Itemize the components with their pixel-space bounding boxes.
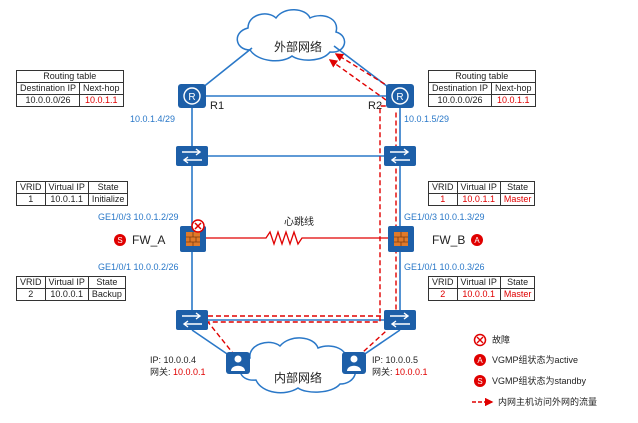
svg-text:R: R xyxy=(396,92,403,103)
destination-ip-value: 10.0.0.0/26 xyxy=(15,94,81,107)
state-value: Initialize xyxy=(87,193,129,206)
r1-interface-ip: 10.0.1.4/29 xyxy=(130,114,176,124)
fault-icon xyxy=(191,219,205,233)
header-virtual-ip: Virtual IP xyxy=(456,276,501,289)
virtual-ip-value: 10.0.1.1 xyxy=(456,193,501,206)
internal-network-cloud xyxy=(239,337,357,394)
svg-text:S: S xyxy=(477,377,482,386)
vrrp-table-fw-a-upstream: VRID Virtual IP State 1 10.0.1.1 Initial… xyxy=(16,181,129,206)
state-value: Master xyxy=(499,288,536,301)
fw-a-name: FW_A xyxy=(132,233,166,247)
gateway-prefix: 网关: xyxy=(372,367,393,377)
header-virtual-ip: Virtual IP xyxy=(456,181,501,194)
virtual-ip-value: 10.0.0.1 xyxy=(456,288,501,301)
vrid-value: 2 xyxy=(16,288,46,301)
state-value: Backup xyxy=(87,288,126,301)
svg-text:R: R xyxy=(188,92,195,103)
vrrp-table-fw-b-upstream: VRID Virtual IP State 1 10.0.1.1 Master xyxy=(428,181,536,206)
routing-table-right: Routing table Destination IP Next-hop 10… xyxy=(427,70,536,107)
switch-bottom-right xyxy=(384,310,416,330)
header-vrid: VRID xyxy=(16,276,46,289)
gateway-value: 10.0.0.1 xyxy=(395,367,428,377)
vrid-value: 1 xyxy=(16,193,46,206)
header-next-hop: Next-hop xyxy=(79,82,124,95)
header-state: State xyxy=(87,181,129,194)
legend-active-label: VGMP组状态为active xyxy=(492,355,579,365)
next-hop-value: 10.0.1.1 xyxy=(491,94,536,107)
legend-standby-label: VGMP组状态为standby xyxy=(492,376,587,386)
firewall-fw-b xyxy=(388,226,414,252)
legend-fault-label: 故障 xyxy=(492,335,511,345)
svg-text:A: A xyxy=(474,236,480,245)
routing-table-caption: Routing table xyxy=(428,70,536,83)
host-right-icon xyxy=(342,352,366,374)
router-r1: R xyxy=(178,84,206,108)
routing-table-caption: Routing table xyxy=(16,70,124,83)
fw-a-downstream-interface: GE1/0/1 10.0.0.2/26 xyxy=(98,262,179,272)
internal-network-label: 内部网络 xyxy=(274,371,323,385)
header-state: State xyxy=(499,181,536,194)
fw-b-name: FW_B xyxy=(432,233,466,247)
header-vrid: VRID xyxy=(428,181,458,194)
vrid-value: 2 xyxy=(428,288,458,301)
header-destination-ip: Destination IP xyxy=(427,82,493,95)
router-r2: R xyxy=(386,84,414,108)
vrid-value: 1 xyxy=(428,193,458,206)
r2-interface-ip: 10.0.1.5/29 xyxy=(404,114,450,124)
fw-b-downstream-interface: GE1/0/1 10.0.0.3/26 xyxy=(404,262,485,272)
switch-top-right xyxy=(384,146,416,166)
vrrp-table-fw-a-downstream: VRID Virtual IP State 2 10.0.0.1 Backup xyxy=(16,276,126,301)
switch-bottom-left xyxy=(176,310,208,330)
router-r2-label: R2 xyxy=(368,100,383,112)
header-vrid: VRID xyxy=(428,276,458,289)
host-left-gateway: 网关: 10.0.0.1 xyxy=(150,367,206,378)
header-next-hop: Next-hop xyxy=(491,82,536,95)
host-right-gateway: 网关: 10.0.0.1 xyxy=(372,367,428,378)
heartbeat-line xyxy=(206,229,388,247)
destination-ip-value: 10.0.0.0/26 xyxy=(427,94,493,107)
legend-standby-icon: S xyxy=(474,375,486,387)
header-state: State xyxy=(499,276,536,289)
switch-top-left xyxy=(176,146,208,166)
external-network-label: 外部网络 xyxy=(274,40,323,54)
header-destination-ip: Destination IP xyxy=(15,82,81,95)
legend-fault-icon xyxy=(473,333,487,347)
state-value: Master xyxy=(499,193,536,206)
vrrp-table-fw-b-downstream: VRID Virtual IP State 2 10.0.0.1 Master xyxy=(428,276,536,301)
header-virtual-ip: Virtual IP xyxy=(44,181,89,194)
host-right-ip: IP: 10.0.0.5 xyxy=(372,355,419,365)
header-vrid: VRID xyxy=(16,181,46,194)
legend-flow-label: 内网主机访问外网的流量 xyxy=(498,397,598,407)
svg-text:A: A xyxy=(477,356,483,365)
links xyxy=(191,45,401,361)
external-network-cloud xyxy=(236,9,346,62)
host-left-icon xyxy=(226,352,250,374)
next-hop-value: 10.0.1.1 xyxy=(79,94,124,107)
standby-badge-icon: S xyxy=(114,234,126,246)
router-r1-label: R1 xyxy=(210,100,225,112)
virtual-ip-value: 10.0.1.1 xyxy=(44,193,89,206)
legend-active-icon: A xyxy=(474,354,486,366)
gateway-value: 10.0.0.1 xyxy=(173,367,206,377)
header-state: State xyxy=(87,276,126,289)
virtual-ip-value: 10.0.0.1 xyxy=(44,288,89,301)
routing-table-left: Routing table Destination IP Next-hop 10… xyxy=(15,70,124,107)
heartbeat-label: 心跳线 xyxy=(284,217,314,228)
fw-b-upstream-interface: GE1/0/3 10.0.1.3/29 xyxy=(404,212,485,222)
fw-a-upstream-interface: GE1/0/3 10.0.1.2/29 xyxy=(98,212,179,222)
header-virtual-ip: Virtual IP xyxy=(44,276,89,289)
host-left-ip: IP: 10.0.0.4 xyxy=(150,355,197,365)
gateway-prefix: 网关: xyxy=(150,367,171,377)
active-badge-icon: A xyxy=(471,234,483,246)
svg-text:S: S xyxy=(117,236,122,245)
